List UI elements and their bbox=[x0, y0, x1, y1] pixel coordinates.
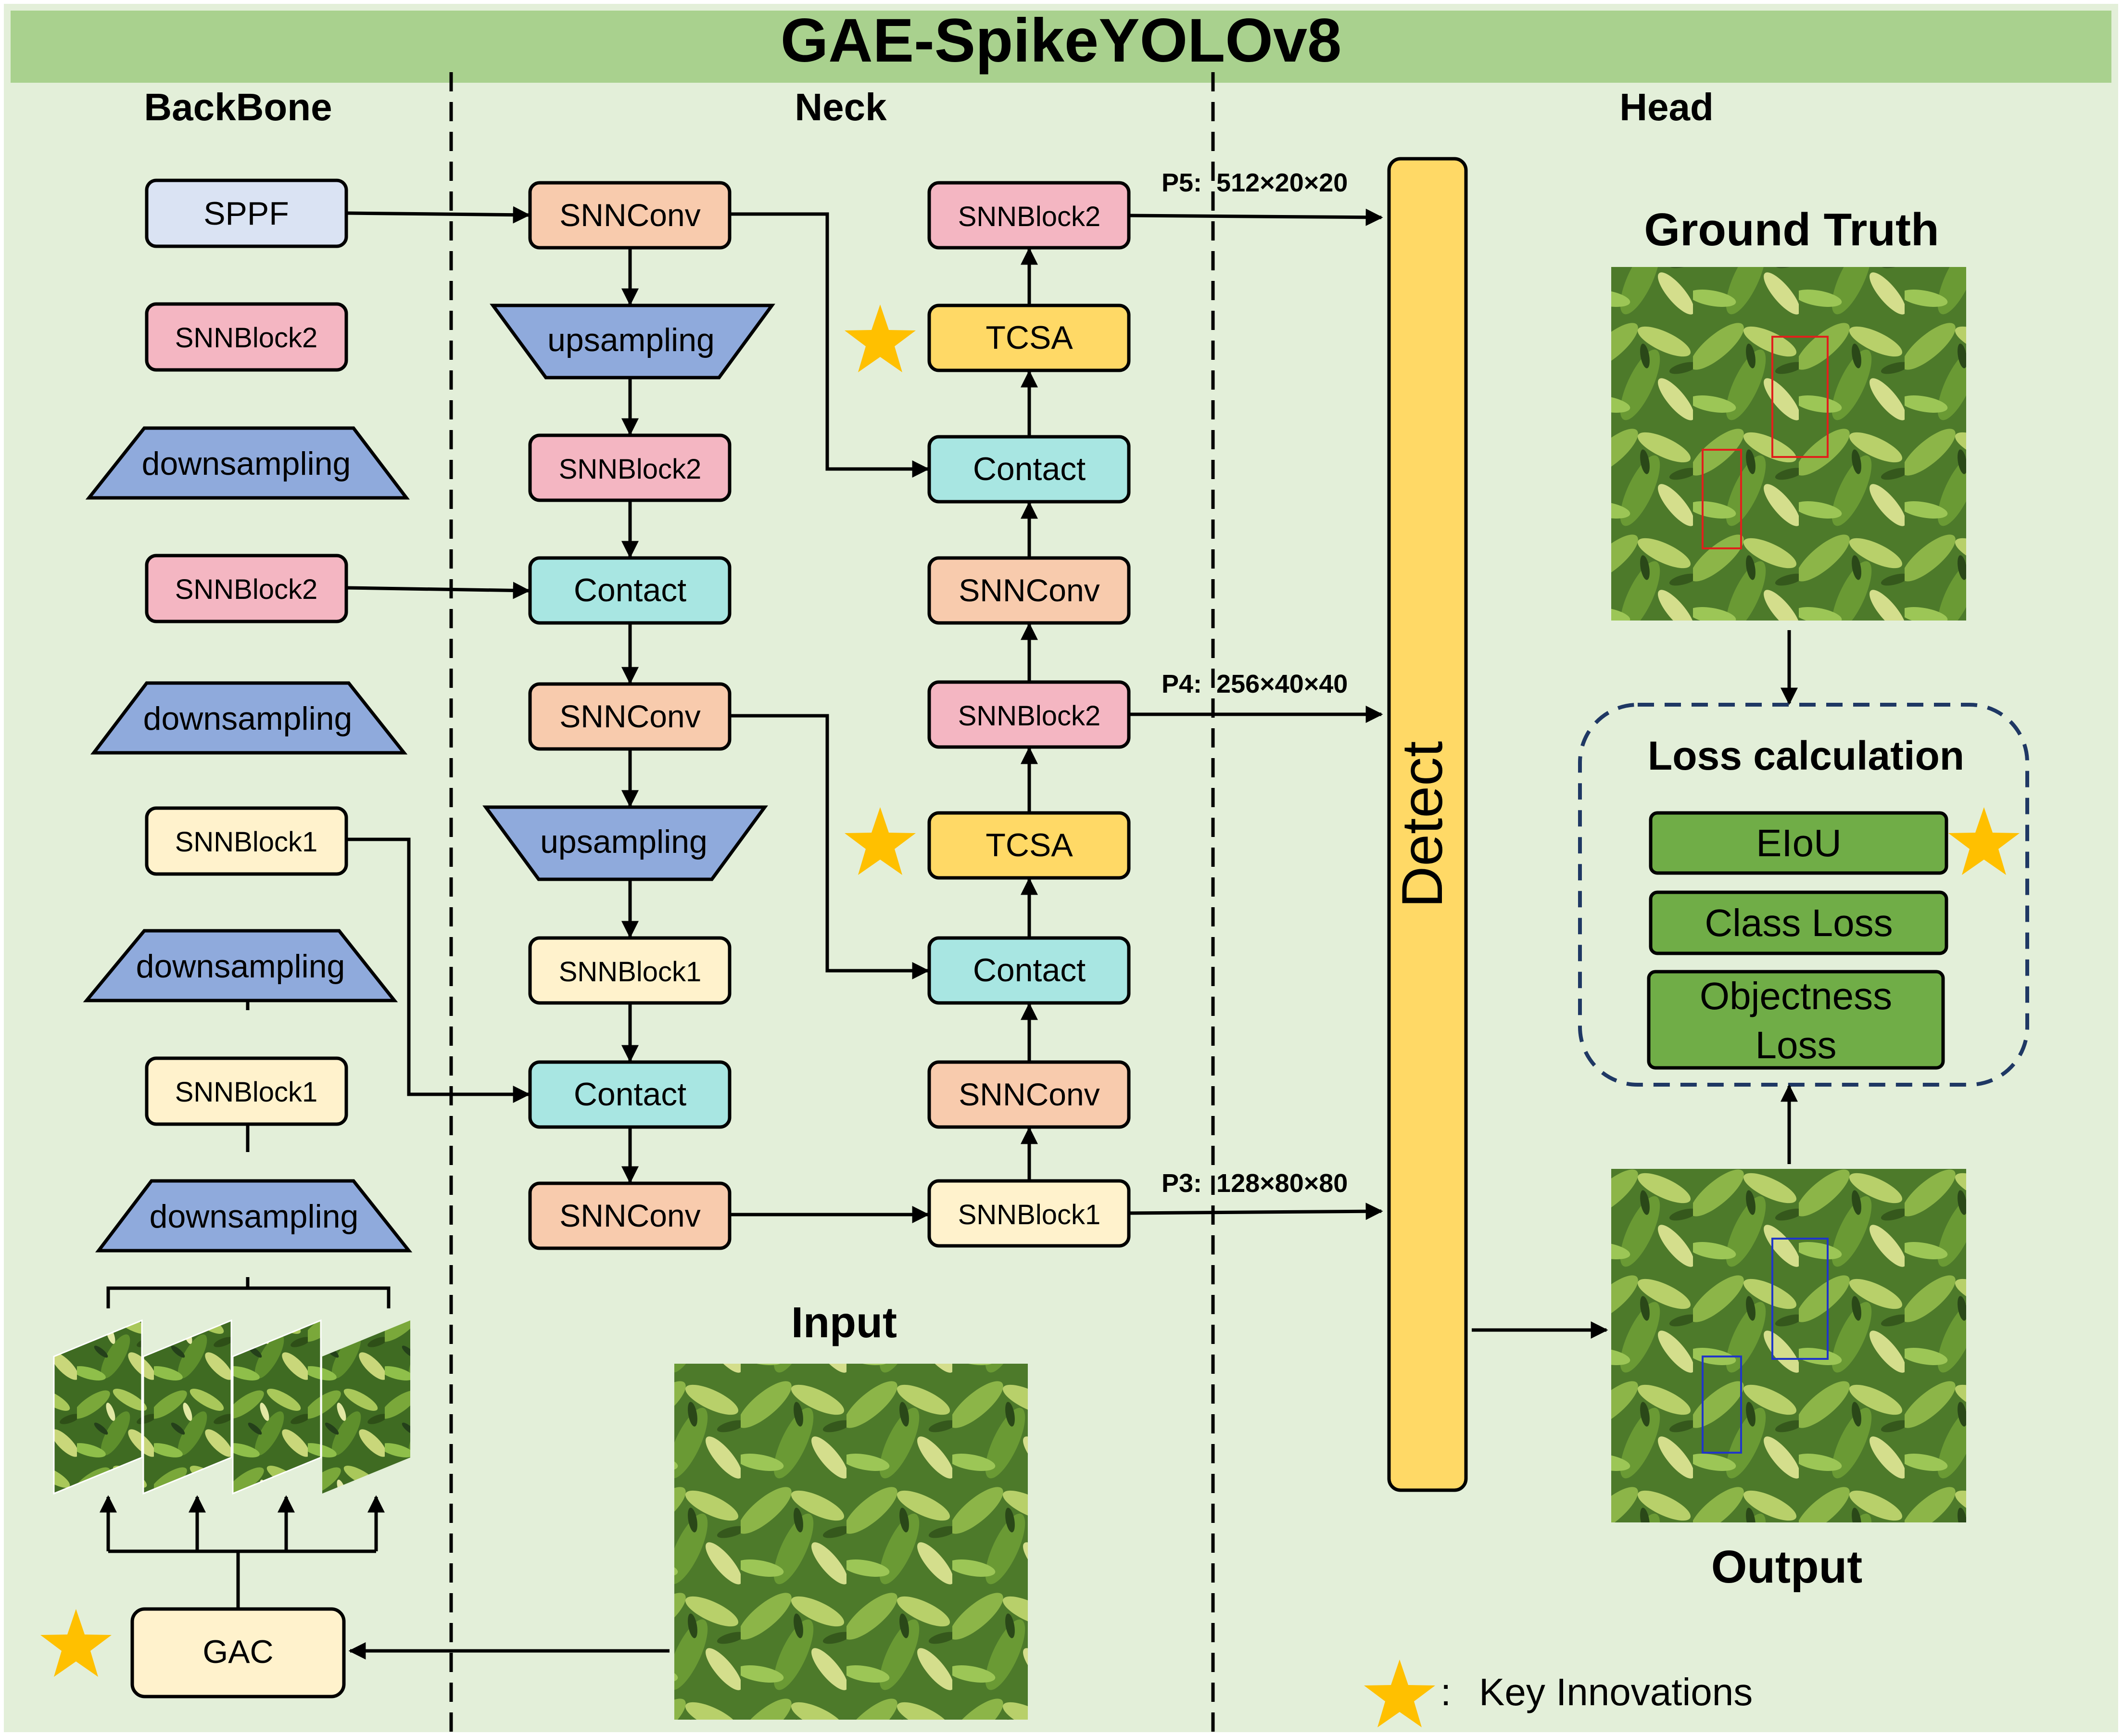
loss-objectness-label-line1: Objectness bbox=[1700, 975, 1892, 1017]
output-box-2 bbox=[1702, 1356, 1742, 1454]
star-icon-tcsa-1 bbox=[845, 304, 916, 372]
backbone-downsampling-4 bbox=[95, 1179, 413, 1253]
star-icon-eiou bbox=[1948, 807, 2020, 875]
neck-upsampling-2-label: upsampling bbox=[540, 824, 707, 860]
detect-label: Detect bbox=[1390, 741, 1454, 908]
section-label-backbone: BackBone bbox=[144, 86, 332, 128]
backbone-downsampling-3 bbox=[83, 929, 398, 1002]
section-label-head: Head bbox=[1619, 86, 1714, 128]
star-icon-tcsa-2 bbox=[845, 807, 916, 875]
backbone-sppf-label: SPPF bbox=[203, 195, 289, 232]
neck-snnblock1-label: SNNBlock1 bbox=[559, 956, 702, 988]
ground-truth-box-1 bbox=[1771, 336, 1829, 458]
neck-right-snnblock2-top-label: SNNBlock2 bbox=[958, 201, 1101, 232]
neck-snnconv-1-label: SNNConv bbox=[559, 197, 700, 233]
ground-truth-image bbox=[1611, 267, 1966, 621]
backbone-downsampling-4-label: downsampling bbox=[150, 1198, 359, 1235]
legend-text: Key Innovations bbox=[1479, 1671, 1753, 1713]
ground-truth-box-2 bbox=[1702, 449, 1742, 549]
neck-right-snnconv-1-label: SNNConv bbox=[959, 572, 1099, 608]
backbone-downsampling-2 bbox=[90, 681, 408, 755]
diagram-title: GAE-SpikeYOLOv8 bbox=[781, 6, 1342, 75]
frames-bracket bbox=[106, 1277, 391, 1308]
section-label-neck: Neck bbox=[795, 86, 887, 128]
loss-objectness-box bbox=[1647, 970, 1945, 1070]
neck-snnblock2-label: SNNBlock2 bbox=[559, 454, 702, 485]
neck-contact-1-label: Contact bbox=[574, 572, 686, 608]
loss-calculation-group bbox=[1578, 703, 2029, 1087]
neck-snnconv-2-label: SNNConv bbox=[559, 698, 700, 734]
backbone-gac-label: GAC bbox=[202, 1634, 273, 1670]
neck-right-contact-1-label: Contact bbox=[973, 451, 1086, 487]
backbone-snnblock2-top-box bbox=[145, 302, 348, 372]
neck-right-tcsa-1-label: TCSA bbox=[985, 319, 1073, 356]
backbone-downsampling-1 bbox=[85, 426, 410, 500]
input-frame-tiles bbox=[53, 1319, 410, 1495]
neck-contact-2-label: Contact bbox=[574, 1076, 686, 1113]
backbone-downsampling-1-label: downsampling bbox=[142, 445, 351, 482]
detect-box bbox=[1387, 157, 1468, 1492]
loss-class-box bbox=[1649, 890, 1948, 955]
output-box-1 bbox=[1771, 1238, 1829, 1360]
legend-colon: : bbox=[1440, 1671, 1451, 1713]
loss-objectness-label-line2: Loss bbox=[1756, 1024, 1837, 1066]
loss-class-label: Class Loss bbox=[1705, 901, 1893, 944]
neck-right-snnblock2-mid-label: SNNBlock2 bbox=[958, 700, 1101, 732]
loss-eiou-box bbox=[1649, 811, 1948, 875]
output-p3-label: P3: 128×80×80 bbox=[1162, 1169, 1348, 1198]
output-image bbox=[1611, 1169, 1966, 1522]
backbone-snnblock1-lower-label: SNNBlock1 bbox=[175, 1077, 318, 1108]
input-label: Input bbox=[791, 1299, 897, 1347]
input-image bbox=[674, 1364, 1028, 1720]
backbone-snnblock1-lower-box bbox=[145, 1056, 348, 1126]
output-p5-label: P5: 512×20×20 bbox=[1162, 168, 1348, 197]
backbone-downsampling-3-label: downsampling bbox=[136, 948, 345, 985]
neck-upsampling-1 bbox=[490, 304, 775, 380]
ground-truth-label: Ground Truth bbox=[1644, 204, 1939, 255]
loss-eiou-label: EIoU bbox=[1756, 822, 1842, 864]
output-p4-label: P4: 256×40×40 bbox=[1162, 670, 1348, 698]
output-label: Output bbox=[1711, 1541, 1863, 1593]
backbone-gac-box bbox=[130, 1607, 346, 1698]
neck-right-snnblock1-label: SNNBlock1 bbox=[958, 1199, 1101, 1230]
neck-snnconv-3-label: SNNConv bbox=[559, 1198, 700, 1233]
star-icon-gac bbox=[40, 1609, 112, 1677]
backbone-snnblock2-mid-label: SNNBlock2 bbox=[175, 574, 318, 605]
neck-upsampling-2 bbox=[482, 805, 768, 881]
neck-upsampling-1-label: upsampling bbox=[547, 322, 715, 358]
backbone-snnblock1-upper-label: SNNBlock1 bbox=[175, 826, 318, 858]
neck-right-contact-2-label: Contact bbox=[973, 952, 1086, 988]
backbone-downsampling-2-label: downsampling bbox=[143, 700, 353, 737]
backbone-snnblock2-top-label: SNNBlock2 bbox=[175, 322, 318, 354]
legend-star-icon bbox=[1364, 1660, 1435, 1727]
neck-right-snnconv-2-label: SNNConv bbox=[959, 1077, 1099, 1112]
title-bar bbox=[11, 11, 2111, 83]
loss-calculation-title: Loss calculation bbox=[1648, 733, 1964, 778]
neck-right-tcsa-2-label: TCSA bbox=[985, 827, 1073, 863]
